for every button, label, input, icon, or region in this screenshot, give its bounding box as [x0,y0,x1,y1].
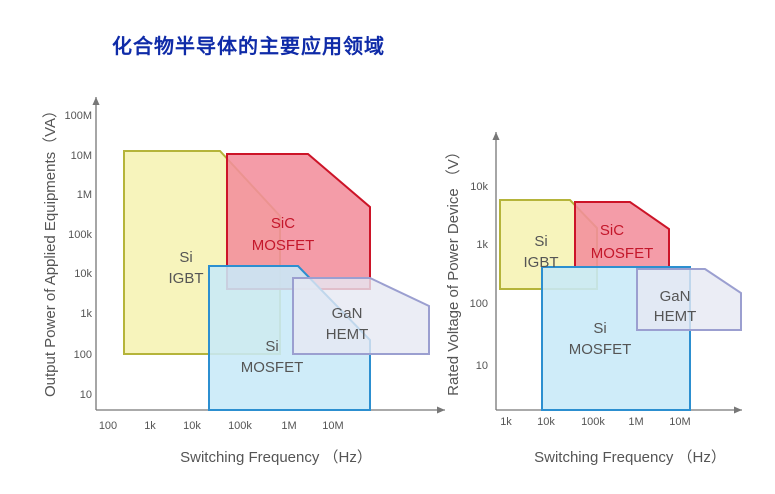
right-x-tick: 10k [537,416,555,428]
right-x-tick: 1k [500,416,512,428]
right-label-si-igbt-line1: Si [534,233,547,250]
right-label-gan-hemt-line2: HEMT [654,308,697,325]
left-y-tick: 10M [71,150,92,162]
left-y-tick: 1M [77,189,92,201]
left-region-gan-hemt [292,277,430,355]
left-y-tick: 10 [80,389,92,401]
left-x-tick: 100k [228,420,252,432]
left-x-tick: 1k [144,420,156,432]
right-y-tick: 1k [476,239,488,251]
right-x-tick: 10M [669,416,690,428]
left-x-axis-title: Switching Frequency （Hz） [180,449,372,466]
right-label-sic-mosfet-line2: MOSFET [591,245,654,262]
left-x-tick: 10k [183,420,201,432]
left-label-sic-mosfet-line1: SiC [271,215,295,232]
left-y-tick: 100k [68,229,92,241]
right-x-tick: 1M [628,416,643,428]
left-label-si-mosfet-line1: Si [265,338,278,355]
left-label-gan-hemt-line2: HEMT [326,326,369,343]
right-y-tick: 10 [476,360,488,372]
left-label-gan-hemt-line1: GaN [332,305,363,322]
page-title: 化合物半导体的主要应用领域 [112,34,385,58]
right-label-si-igbt-line2: IGBT [523,254,558,271]
right-label-sic-mosfet-line1: SiC [600,222,624,239]
right-y-axis-title: Rated Voltage of Power Device （V） [445,144,462,396]
right-x-tick: 100k [581,416,605,428]
left-chart: 100M 10M 1M 100k 10k 1k 100 10 100 1k 10… [42,97,445,466]
right-chart: 10k 1k 100 10 1k 10k 100k 1M 10M Switchi… [445,132,742,466]
right-y-tick: 100 [470,298,488,310]
left-y-tick: 100M [64,110,92,122]
left-y-tick: 10k [74,268,92,280]
right-label-si-mosfet-line2: MOSFET [569,341,632,358]
left-x-tick: 10M [322,420,343,432]
left-label-si-igbt-line2: IGBT [168,270,203,287]
left-y-tick: 1k [80,308,92,320]
left-label-sic-mosfet-line2: MOSFET [252,237,315,254]
right-y-tick: 10k [470,181,488,193]
left-y-axis-title: Output Power of Applied Equipments（VA） [42,103,59,397]
right-region-sic-mosfet [574,201,670,268]
left-x-tick: 100 [99,420,117,432]
right-label-gan-hemt-line1: GaN [660,288,691,305]
left-label-si-igbt-line1: Si [179,249,192,266]
right-region-gan-hemt [636,268,742,331]
left-x-tick: 1M [281,420,296,432]
left-y-tick: 100 [74,349,92,361]
right-x-axis-title: Switching Frequency （Hz） [534,449,726,466]
right-label-si-mosfet-line1: Si [593,320,606,337]
left-label-si-mosfet-line2: MOSFET [241,359,304,376]
